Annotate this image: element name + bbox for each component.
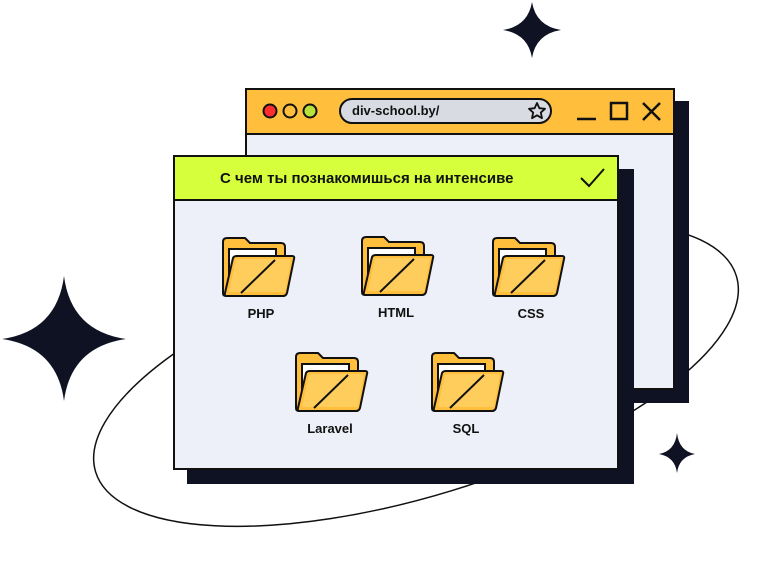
- folder-icon[interactable]: [431, 352, 505, 412]
- dialog-window: [173, 155, 619, 470]
- minimize-dot-icon[interactable]: [282, 103, 298, 119]
- close-dot-icon[interactable]: [262, 103, 278, 119]
- folder-icon[interactable]: [295, 352, 369, 412]
- folder-label-sql[interactable]: SQL: [452, 421, 480, 436]
- sparkle-large-icon: [2, 276, 126, 401]
- folder-label-html[interactable]: HTML: [377, 305, 415, 320]
- check-icon[interactable]: [580, 168, 605, 188]
- dialog-header: [173, 155, 619, 201]
- maximize-dot-icon[interactable]: [302, 103, 318, 119]
- folder-label-laravel[interactable]: Laravel: [307, 421, 353, 436]
- sparkle-small-icon: [659, 433, 695, 473]
- close-icon[interactable]: [642, 102, 661, 121]
- sparkle-top-icon: [503, 2, 561, 58]
- folder-icon[interactable]: [222, 237, 296, 297]
- address-bar[interactable]: [339, 98, 552, 124]
- folder-icon[interactable]: [361, 236, 435, 296]
- folder-label-php[interactable]: PHP: [247, 306, 275, 321]
- maximize-icon[interactable]: [609, 101, 629, 121]
- star-icon[interactable]: [528, 102, 546, 120]
- folder-label-css[interactable]: CSS: [517, 306, 545, 321]
- dialog-title: С чем ты познакомишься на интенсиве: [220, 170, 514, 187]
- address-bar-url: div-school.by/: [352, 103, 440, 118]
- folder-icon[interactable]: [492, 237, 566, 297]
